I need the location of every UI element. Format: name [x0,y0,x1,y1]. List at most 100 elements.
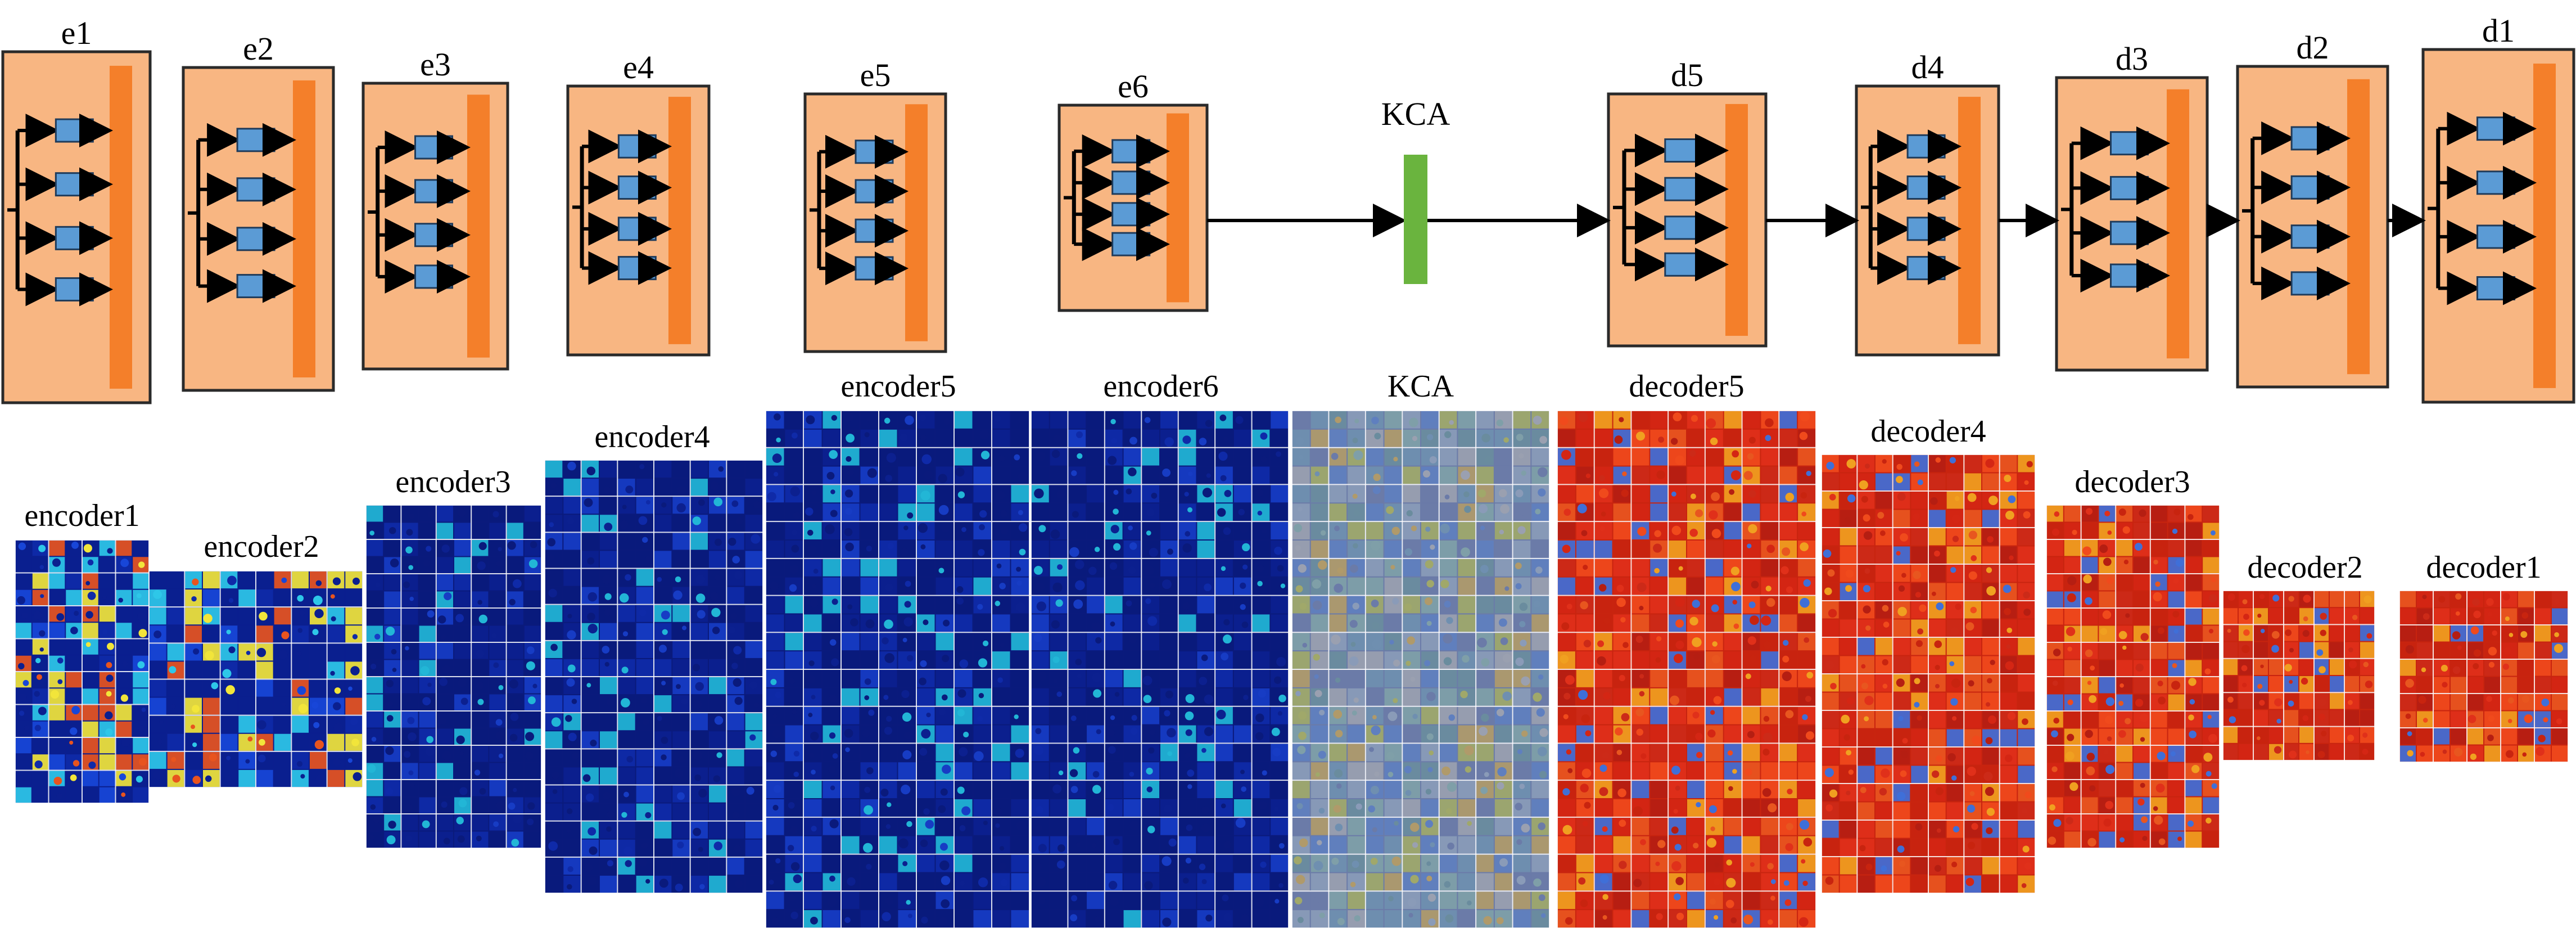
feature-map-tile [1476,892,1494,910]
feature-map-tile [1050,744,1068,762]
feature-map-tile [917,781,935,798]
feature-map-tile [32,573,48,589]
feature-map-speckle [2318,698,2326,706]
feature-map-tile [1687,429,1705,447]
feature-map-tile [2116,557,2132,573]
feature-map-tile [654,857,672,875]
feature-map-tile [1742,503,1760,521]
feature-map-speckle [826,471,835,480]
block-label: d1 [2482,12,2515,49]
feature-map-tile [524,780,541,796]
feature-map-tile [1687,744,1705,762]
feature-map-speckle [732,812,739,819]
feature-map-speckle [1276,657,1286,667]
feature-map-speckle [509,598,516,606]
feature-map-speckle [1581,714,1590,723]
feature-map-tile [727,731,744,749]
feature-map-tile [2134,728,2150,745]
feature-map-speckle [844,489,853,498]
feature-map-speckle [1223,913,1232,921]
feature-map-speckle [1671,826,1679,834]
feature-map-speckle [1221,652,1229,661]
feature-map-speckle [491,633,497,638]
feature-map-tile [1142,651,1159,669]
feature-map-tile [1160,614,1178,632]
feature-map-tile [2116,643,2132,659]
feature-map-tile [1576,541,1594,558]
feature-map-tile [1982,857,1999,875]
feature-map-speckle [1016,566,1022,572]
feature-map-speckle [1689,528,1698,537]
feature-map-tile [524,677,541,694]
feature-map-tile [1384,651,1402,669]
feature-map-tile [1761,670,1779,687]
feature-map-tile [367,506,383,522]
feature-map-tile [785,781,803,798]
feature-map-speckle [2206,817,2212,824]
feature-map-tile [879,799,897,817]
feature-map-tile [1858,748,1874,765]
feature-map-speckle [735,517,743,525]
feature-map-speckle [979,510,987,518]
feature-map-speckle [1675,597,1685,607]
feature-map-tile [1178,854,1196,872]
feature-map-speckle [1217,508,1226,517]
feature-map-speckle [1936,602,1944,610]
feature-map-speckle [1987,536,1994,543]
feature-map-tile [2360,625,2374,641]
feature-map-tile [419,643,436,659]
feature-map-tile [879,670,897,687]
feature-map-speckle [1536,708,1545,717]
feature-map-tile [1893,455,1910,472]
feature-map-tile [2330,659,2344,675]
feature-map-tile [1439,411,1457,429]
feature-map-speckle [846,456,852,462]
feature-map-tile [690,875,708,893]
feature-map-speckle [866,863,872,870]
feature-map-tile [898,873,916,891]
feature-map-speckle [886,453,896,463]
feature-map-tile [1233,744,1251,762]
feature-map-speckle [584,863,593,872]
feature-map-tile [1197,411,1215,429]
feature-map-tile [1632,817,1649,835]
feature-map-tile [1875,473,1892,490]
feature-map-speckle [1128,467,1137,476]
feature-map-speckle [1429,456,1437,464]
feature-map-speckle [2173,508,2181,516]
feature-map-tile [150,715,166,733]
feature-map-speckle [159,720,164,724]
feature-map-speckle [1182,877,1189,884]
feature-map-tile [955,448,973,466]
feature-map-speckle [2158,696,2166,705]
feature-map-speckle [2289,679,2293,684]
feature-map-speckle [1071,895,1078,902]
feature-map-speckle [2135,699,2144,707]
feature-map-speckle [551,717,561,727]
feature-map-speckle [1566,604,1572,610]
feature-map-speckle [2274,698,2283,706]
feature-map-tile [1050,633,1068,651]
feature-map-speckle [1674,654,1683,663]
feature-map-tile [654,461,672,478]
feature-map-speckle [1766,544,1775,553]
feature-map-speckle [1565,917,1573,925]
feature-map-speckle [1278,883,1284,888]
feature-map-tile [2081,523,2098,539]
feature-map-speckle [19,710,25,716]
feature-map-tile [1650,503,1668,521]
feature-map-speckle [1538,674,1544,680]
feature-map-tile [1650,799,1668,817]
feature-map-tile [898,503,916,521]
feature-map-speckle [56,793,63,799]
feature-map-speckle [1690,493,1696,499]
feature-map-speckle [1262,770,1267,776]
feature-map-speckle [1863,605,1871,614]
feature-map-tile [1123,651,1141,669]
feature-map-speckle [1445,914,1454,923]
feature-map-speckle [1496,419,1503,427]
feature-map-tile [1011,725,1029,743]
feature-map-tile [2116,763,2132,779]
feature-map-tile [489,574,506,591]
feature-map-tile [310,661,327,679]
